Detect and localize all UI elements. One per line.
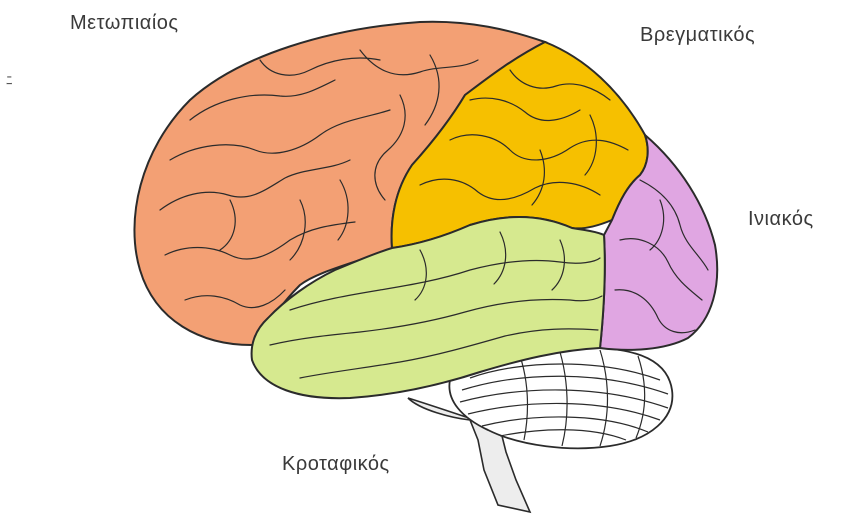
label-frontal-lobe: Μετωπιαίος: [70, 12, 179, 35]
label-occipital-lobe: Ινιακός: [748, 208, 814, 231]
label-temporal-lobe: Κροταφικός: [282, 453, 390, 476]
label-parietal-lobe: Βρεγματικός: [640, 24, 755, 47]
stray-mark: ﾆ: [6, 70, 13, 89]
